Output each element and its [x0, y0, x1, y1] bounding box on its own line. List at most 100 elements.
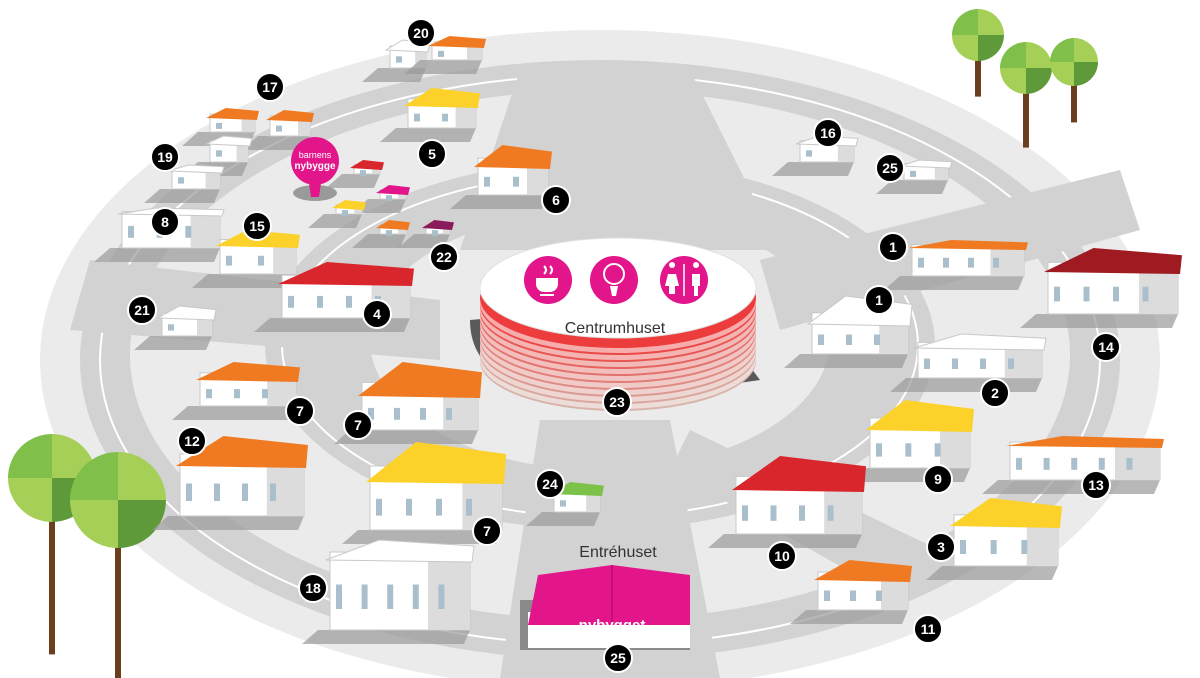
exhibit-house[interactable]	[242, 110, 314, 150]
house-window	[806, 150, 812, 157]
marker-label: 23	[609, 394, 625, 410]
marker-label: 19	[157, 149, 173, 165]
house-window	[850, 590, 856, 601]
exhibit-house[interactable]	[334, 362, 482, 444]
location-marker-21[interactable]: 21	[127, 295, 157, 325]
location-marker-7[interactable]: 7	[472, 516, 502, 546]
location-marker-2[interactable]: 2	[980, 378, 1010, 408]
trees	[8, 9, 1098, 678]
facility-icons	[524, 256, 708, 304]
location-marker-20[interactable]: 20	[406, 18, 436, 48]
house-window	[513, 176, 519, 187]
tree-trunk	[975, 50, 981, 97]
marker-badge	[1081, 470, 1111, 500]
marker-label: 4	[373, 306, 381, 322]
house-window	[484, 176, 490, 187]
entrehuset-roof	[528, 565, 690, 625]
house-roof	[366, 442, 506, 484]
house-window	[368, 407, 374, 420]
location-marker-14[interactable]: 14	[1091, 332, 1121, 362]
exhibit-house[interactable]	[342, 442, 506, 544]
centrumhuset-building[interactable]: Centrumhuset	[470, 237, 760, 411]
location-marker-7[interactable]: 7	[285, 396, 315, 426]
house-window	[128, 225, 134, 238]
exhibit-house[interactable]	[404, 36, 486, 74]
barnens-icon-stem	[610, 286, 618, 296]
exhibit-house[interactable]	[790, 560, 912, 624]
location-marker-25[interactable]: 25	[875, 153, 905, 183]
location-marker-22[interactable]: 22	[429, 242, 459, 272]
marker-label: 25	[610, 650, 626, 666]
exhibit-house[interactable]	[884, 240, 1028, 290]
house-window	[824, 590, 830, 601]
house-window	[1098, 457, 1105, 470]
exhibit-house[interactable]	[308, 200, 366, 228]
house-wall-shade	[236, 140, 248, 162]
exhibit-house[interactable]	[380, 88, 480, 142]
house-shadow	[134, 336, 212, 350]
marker-label: 10	[774, 548, 790, 564]
house-roof	[913, 333, 1047, 351]
house-wall-shade	[205, 168, 220, 189]
location-marker-19[interactable]: 19	[150, 142, 180, 172]
house-wall-shade	[1115, 442, 1160, 480]
location-marker-18[interactable]: 18	[298, 573, 328, 603]
location-marker-16[interactable]: 16	[813, 118, 843, 148]
location-marker-5[interactable]: 5	[417, 139, 447, 169]
exhibit-house[interactable]	[134, 305, 217, 350]
exhibit-house[interactable]	[526, 482, 604, 526]
marker-label: 1	[875, 292, 883, 308]
exhibit-house[interactable]	[708, 456, 866, 548]
house-window	[234, 389, 240, 399]
location-marker-10[interactable]: 10	[767, 541, 797, 571]
location-marker-3[interactable]: 3	[926, 532, 956, 562]
location-marker-15[interactable]: 15	[242, 211, 272, 241]
house-window	[168, 324, 174, 331]
house-window	[943, 257, 949, 268]
exhibit-house[interactable]	[144, 164, 225, 203]
house-window	[1008, 358, 1014, 369]
exhibit-house[interactable]	[152, 436, 308, 530]
location-marker-9[interactable]: 9	[923, 464, 953, 494]
house-roof	[205, 135, 253, 147]
location-marker-1[interactable]: 1	[864, 285, 894, 315]
location-marker-24[interactable]: 24	[535, 469, 565, 499]
exhibit-house[interactable]	[1020, 248, 1182, 328]
house-window	[1083, 286, 1090, 302]
location-marker-23[interactable]: 23	[602, 387, 632, 417]
exhibit-house[interactable]	[192, 230, 300, 288]
house-window	[216, 150, 222, 157]
exhibit-house[interactable]	[302, 539, 475, 644]
marker-badge	[298, 573, 328, 603]
tree	[952, 9, 1004, 97]
house-window	[934, 443, 941, 457]
exhibit-house[interactable]	[172, 362, 300, 420]
house-window	[1016, 457, 1022, 470]
location-marker-1[interactable]: 1	[878, 232, 908, 262]
location-marker-4[interactable]: 4	[362, 299, 392, 329]
exhibit-house[interactable]	[450, 145, 552, 209]
exhibit-house[interactable]	[982, 436, 1164, 494]
exhibit-house[interactable]	[772, 135, 859, 176]
marker-label: 9	[934, 471, 942, 487]
house-roof	[325, 539, 475, 563]
location-marker-13[interactable]: 13	[1081, 470, 1111, 500]
location-marker-12[interactable]: 12	[177, 426, 207, 456]
location-marker-6[interactable]: 6	[541, 185, 571, 215]
house-roof	[732, 456, 866, 492]
location-marker-8[interactable]: 8	[150, 207, 180, 237]
marker-label: 8	[161, 214, 169, 230]
marker-badge	[878, 232, 908, 262]
exhibit-house[interactable]	[326, 160, 384, 188]
marker-label: 17	[262, 79, 278, 95]
location-marker-11[interactable]: 11	[913, 614, 943, 644]
exhibit-house[interactable]	[352, 220, 410, 248]
marker-badge	[362, 299, 392, 329]
location-marker-17[interactable]: 17	[255, 72, 285, 102]
location-marker-7[interactable]: 7	[343, 410, 373, 440]
house-window	[560, 500, 566, 507]
entrehuset-building[interactable]: Entréhuset nybygget	[520, 544, 690, 650]
exhibit-house[interactable]	[926, 498, 1062, 580]
exhibit-house[interactable]	[876, 159, 953, 194]
location-marker-25[interactable]: 25	[603, 643, 633, 673]
